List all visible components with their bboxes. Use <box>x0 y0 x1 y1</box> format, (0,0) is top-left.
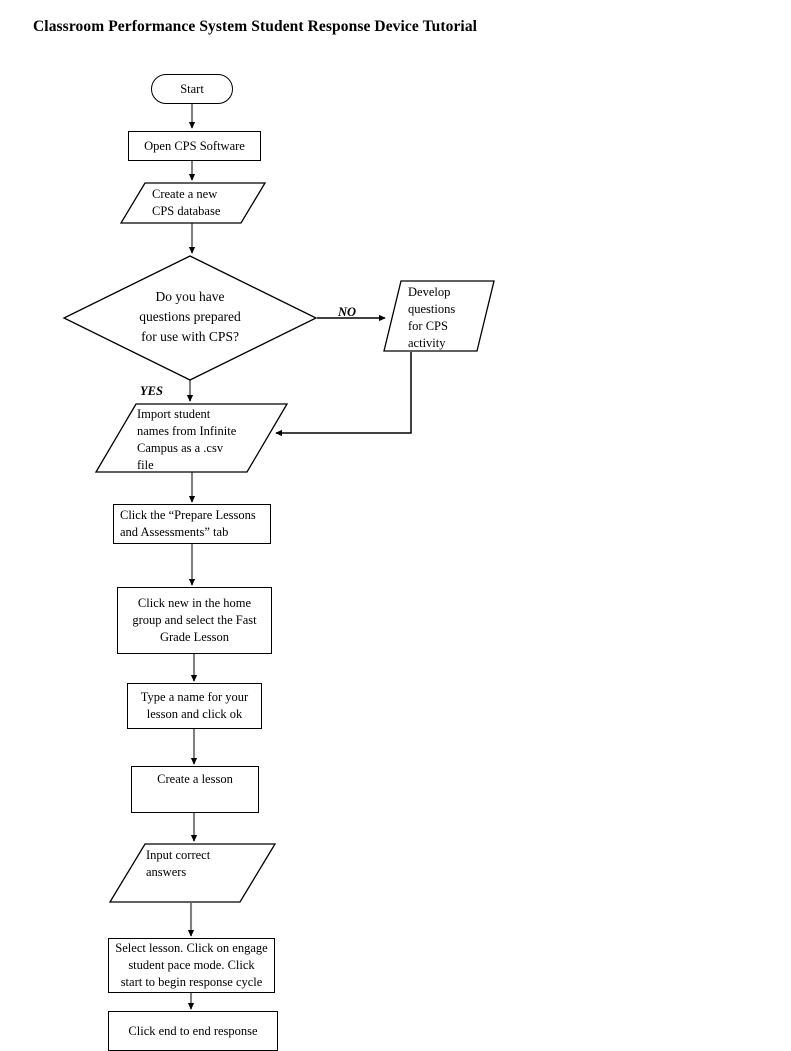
node-decision-questions-prepared-label: Do you have questions prepared for use w… <box>139 289 241 344</box>
node-input-correct-answers[interactable]: Input correct answers <box>109 843 276 903</box>
node-prepare-lessons-tab[interactable]: Click the “Prepare Lessons and Assessmen… <box>113 504 271 544</box>
edge-label-yes: YES <box>140 384 163 398</box>
parallelogram-shape <box>109 843 276 903</box>
node-select-lesson-engage-mode-label: Select lesson. Click on engage student p… <box>115 941 268 989</box>
node-click-new-fast-grade-lesson[interactable]: Click new in the home group and select t… <box>117 587 272 654</box>
node-create-a-lesson[interactable]: Create a lesson <box>131 766 259 813</box>
node-prepare-lessons-tab-label: Click the “Prepare Lessons and Assessmen… <box>120 508 256 539</box>
flowchart-connectors <box>186 103 412 1010</box>
node-start-label: Start <box>180 81 204 96</box>
node-input-correct-answers-label: Input correct answers <box>146 848 211 879</box>
node-click-end-response-label: Click end to end response <box>128 1023 258 1038</box>
node-open-cps-software-label: Open CPS Software <box>144 138 245 153</box>
node-create-a-lesson-label: Create a lesson <box>157 772 233 786</box>
node-type-lesson-name[interactable]: Type a name for your lesson and click ok <box>127 683 262 729</box>
parallelogram-shape <box>95 403 288 473</box>
node-import-student-names[interactable]: Import student names from Infinite Campu… <box>95 403 288 473</box>
node-import-student-names-label: Import student names from Infinite Campu… <box>137 407 237 472</box>
node-type-lesson-name-label: Type a name for your lesson and click ok <box>140 690 249 721</box>
parallelogram-shape <box>383 280 495 352</box>
node-decision-questions-prepared[interactable]: Do you have questions prepared for use w… <box>63 255 317 381</box>
diamond-shape <box>63 255 317 381</box>
node-develop-questions-label: Develop questions for CPS activity <box>408 285 456 350</box>
node-click-new-fast-grade-lesson-label: Click new in the home group and select t… <box>132 596 257 644</box>
edge-label-no: NO <box>338 305 357 319</box>
node-start[interactable]: Start <box>151 74 233 104</box>
node-select-lesson-engage-mode[interactable]: Select lesson. Click on engage student p… <box>108 938 275 993</box>
page-title: Classroom Performance System Student Res… <box>33 18 478 35</box>
parallelogram-shape <box>120 182 266 224</box>
node-create-cps-database[interactable]: Create a new CPS database <box>120 182 266 224</box>
node-create-cps-database-label: Create a new CPS database <box>152 187 221 218</box>
node-open-cps-software[interactable]: Open CPS Software <box>128 131 261 161</box>
node-click-end-response[interactable]: Click end to end response <box>108 1011 278 1051</box>
edge-develop-questions-to-import <box>275 352 412 437</box>
node-develop-questions[interactable]: Develop questions for CPS activity <box>383 280 495 352</box>
